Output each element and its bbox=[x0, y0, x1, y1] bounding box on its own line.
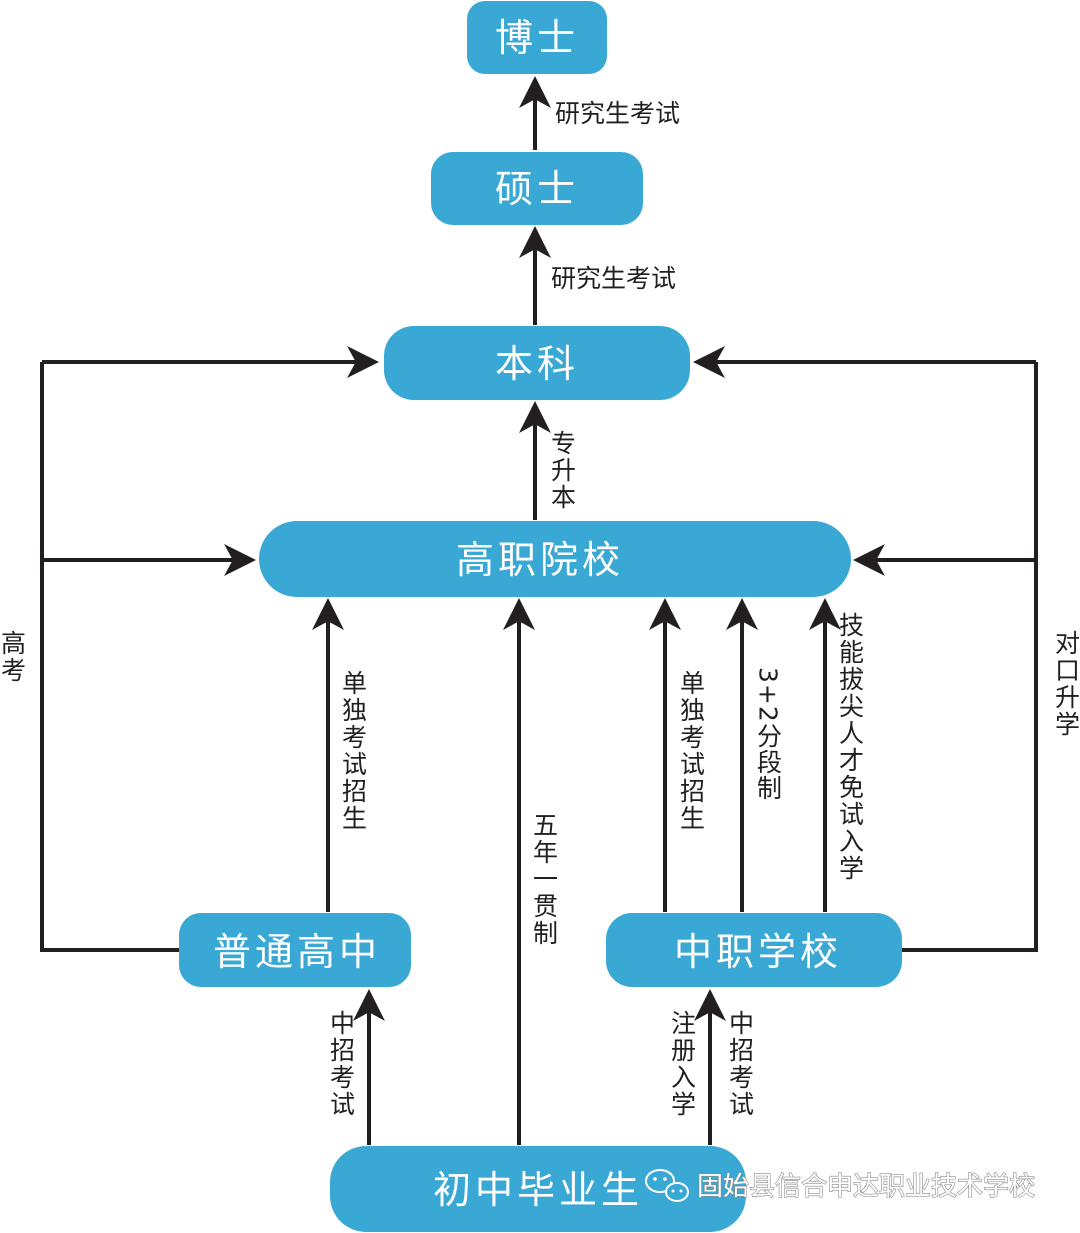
node-gaozhi: 高职院校 bbox=[259, 521, 851, 597]
label-danzhao-left: 单独考试招生 bbox=[339, 670, 368, 832]
node-putong-label: 普通高中 bbox=[213, 930, 381, 974]
node-shuoshi-label: 硕士 bbox=[495, 167, 579, 211]
node-shuoshi: 硕士 bbox=[431, 152, 643, 225]
node-chuzhong: 初中毕业生 bbox=[330, 1146, 746, 1232]
node-putong: 普通高中 bbox=[179, 913, 411, 987]
node-zhongzhi: 中职学校 bbox=[606, 913, 902, 987]
duikou-path bbox=[900, 362, 1038, 952]
watermark-text: 固始县信合申达职业技术学校 bbox=[697, 1172, 1035, 1202]
node-boshi: 博士 bbox=[467, 1, 607, 74]
label-yanjiusheng-2: 研究生考试 bbox=[551, 264, 676, 293]
label-gaokao: 高考 bbox=[0, 630, 27, 684]
label-duikou: 对口升学 bbox=[1052, 630, 1080, 738]
node-benke-label: 本科 bbox=[495, 342, 579, 386]
label-yanjiusheng-1: 研究生考试 bbox=[555, 99, 680, 128]
wechat-icon bbox=[645, 1169, 689, 1202]
node-boshi-label: 博士 bbox=[495, 16, 579, 60]
gaokao-path bbox=[40, 362, 180, 952]
connectors bbox=[40, 76, 1038, 1145]
label-zhongzhao-right: 中招考试 bbox=[726, 1010, 755, 1118]
label-jineng: 技能拔尖人才免试入学 bbox=[836, 612, 865, 882]
node-zhongzhi-label: 中职学校 bbox=[674, 930, 842, 974]
label-zhuanshengben: 专升本 bbox=[548, 430, 577, 511]
label-danzhao-right: 单独考试招生 bbox=[677, 670, 706, 832]
node-gaozhi-label: 高职院校 bbox=[456, 538, 624, 582]
node-benke: 本科 bbox=[384, 326, 690, 400]
edge-labels: 研究生考试 研究生考试 专升本 高考 对口升学 单独考试招生 五年一贯制 单独考… bbox=[0, 99, 1080, 1118]
label-zhongzhao-left: 中招考试 bbox=[327, 1010, 356, 1118]
label-sanjiaer: 3+2分段制 bbox=[754, 667, 783, 801]
node-chuzhong-label: 初中毕业生 bbox=[433, 1168, 643, 1212]
label-zhuce: 注册入学 bbox=[668, 1010, 697, 1118]
label-wunian: 五年一贯制 bbox=[530, 812, 559, 947]
watermark: 固始县信合申达职业技术学校 bbox=[645, 1169, 1036, 1203]
